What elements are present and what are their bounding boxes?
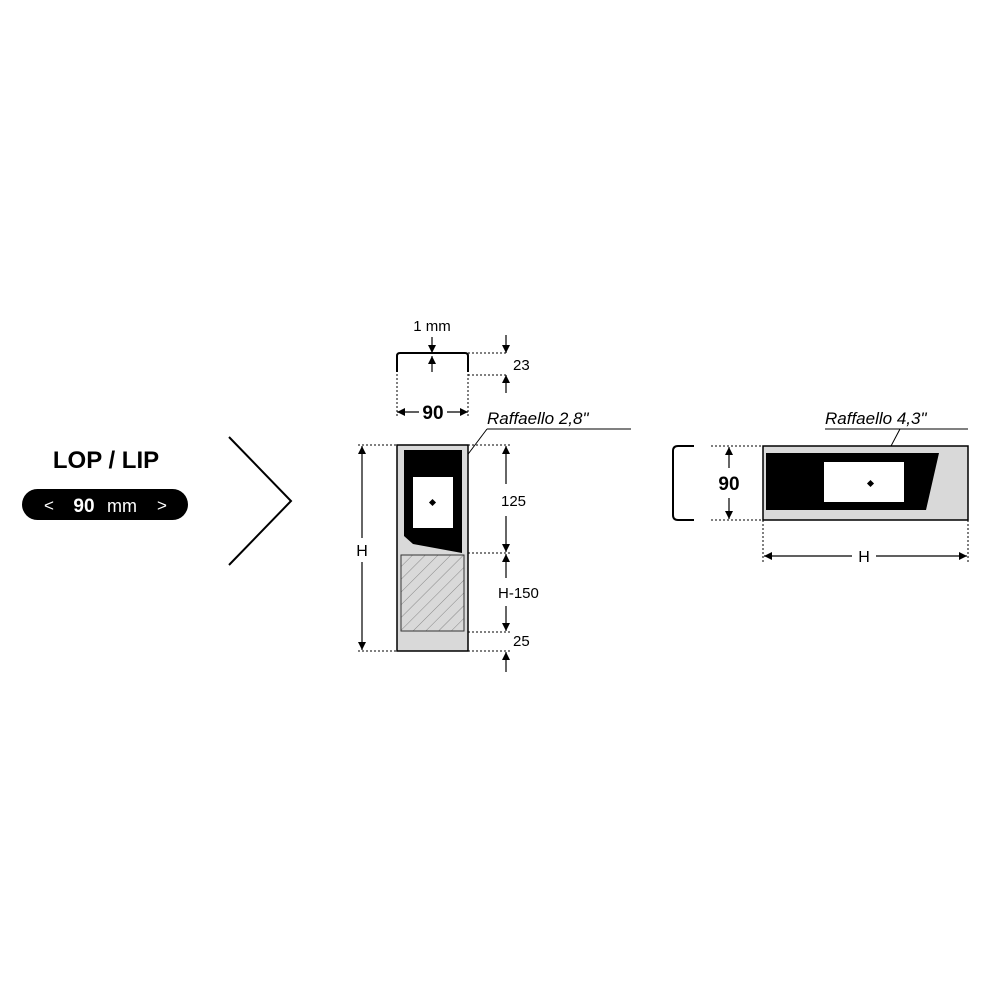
profile-section-horizontal [672, 445, 694, 521]
width-label: 90 [422, 403, 443, 424]
display-label-horizontal: Raffaello 4,3" [825, 409, 927, 428]
size-badge [22, 489, 188, 520]
display-focus-point-horizontal [866, 479, 875, 488]
top-section-label: 125 [501, 493, 526, 510]
hatched-area [400, 554, 465, 632]
display-focus-point [428, 498, 437, 507]
depth-label: 23 [513, 357, 530, 374]
badge-value: 90 [73, 496, 94, 517]
chevron-right-icon [228, 436, 293, 566]
thickness-label: 1 mm [413, 318, 451, 335]
length-label: H [858, 549, 870, 566]
width-label-horizontal: 90 [718, 474, 739, 495]
product-title: LOP / LIP [53, 447, 159, 474]
height-label: H [356, 543, 368, 560]
badge-right-chevron: > [157, 496, 167, 515]
bottom-section-label: 25 [513, 633, 530, 650]
middle-section-label: H-150 [498, 585, 539, 602]
badge-left-chevron: < [44, 496, 54, 515]
badge-unit: mm [107, 496, 137, 516]
display-screen-horizontal [824, 462, 904, 502]
display-label: Raffaello 2,8" [487, 409, 589, 428]
